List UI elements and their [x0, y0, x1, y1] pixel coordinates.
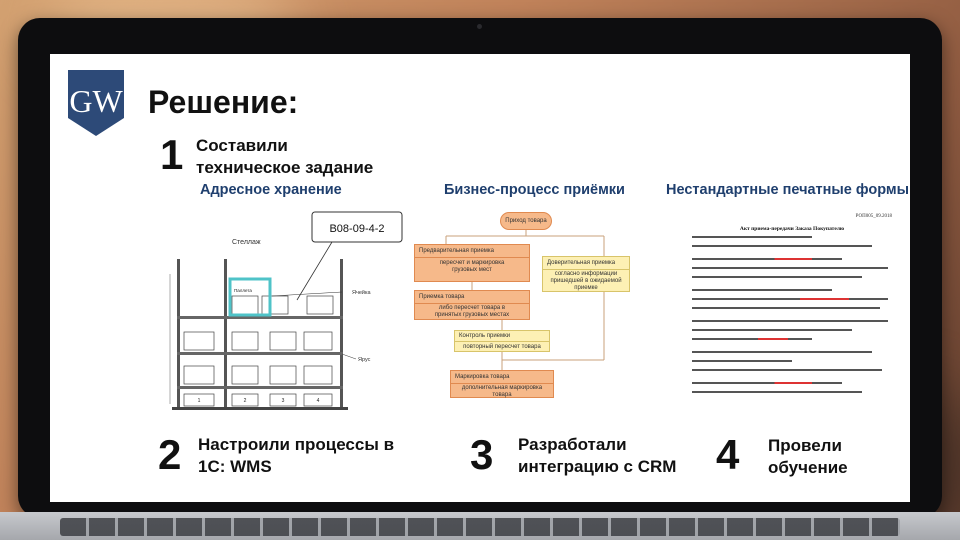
slide: GW Решение: 1 Составили техническое зада…: [50, 54, 910, 502]
pallet-number: 1: [198, 398, 201, 404]
pallet-label: Паллета: [234, 288, 252, 293]
rack-label: Стеллаж: [232, 239, 261, 246]
flowchart: Приход товара Предварительная приемка пе…: [414, 204, 630, 412]
university-logo: GW: [68, 70, 124, 136]
laptop-frame: GW Решение: 1 Составили техническое зада…: [18, 18, 942, 518]
form-text-line: [692, 329, 852, 331]
form-text-line: [692, 267, 888, 269]
flow-step-body: дополнительная маркировка товара: [461, 385, 543, 398]
logo-letters: GW: [69, 83, 123, 119]
flow-start: Приход товара: [500, 212, 552, 230]
flow-step-trust: Доверительная приемка согласно информаци…: [542, 256, 630, 292]
step-text-line2: интеграцию с CRM: [518, 457, 677, 476]
form-text-line: [692, 258, 842, 260]
pallet-number: 3: [282, 398, 285, 404]
flow-step-title: Доверительная приемка: [543, 257, 629, 270]
print-form-document: РОП005_09.2018 Акт приема-передачи Заказ…: [688, 208, 896, 394]
step-text-line1: Составили: [196, 136, 288, 155]
flow-step-body: повторный пересчет товара: [463, 344, 541, 350]
laptop-keyboard: [0, 512, 960, 540]
section-title-print-forms: Нестандартные печатные формы: [666, 182, 910, 198]
step-text-line1: Разработали: [518, 435, 627, 454]
keyboard-keys: [60, 518, 900, 536]
form-title: Акт приема-передачи Заказа Покупателю: [739, 226, 845, 232]
form-text-line: [692, 289, 832, 291]
flow-step-preliminary: Предварительная приемка пересчет и марки…: [414, 244, 530, 282]
flow-step-acceptance: Приемка товара либо пересчет товара в пр…: [414, 290, 530, 320]
flow-step-control: Контроль приемки повторный пересчет това…: [454, 330, 550, 352]
form-text-line: [692, 338, 812, 340]
slide-title: Решение:: [148, 84, 299, 120]
step-number: 2: [158, 431, 182, 478]
form-text-line: [692, 276, 862, 278]
section-title-address-storage: Адресное хранение: [200, 182, 342, 198]
rack-diagram: Стеллаж B08-09-4-2 Паллета: [169, 211, 403, 410]
highlighted-cell: [228, 277, 272, 317]
level-label: Ярус: [358, 357, 371, 363]
form-text-line: [692, 245, 872, 247]
step-number: 4: [716, 431, 740, 478]
flowchart-connectors: [445, 230, 605, 370]
flow-step-title: Предварительная приемка: [415, 245, 529, 258]
form-text-line: [692, 307, 880, 309]
form-text-line: [692, 320, 888, 322]
step-text-line2: 1С: WMS: [198, 457, 272, 476]
flow-step-labeling: Маркировка товара дополнительная маркиро…: [450, 370, 554, 398]
form-text-line: [692, 369, 882, 371]
flow-step-title: Контроль приемки: [455, 331, 549, 342]
step-text-line2: обучение: [768, 458, 848, 477]
webcam-icon: [477, 24, 482, 29]
step-text-line2: техническое задание: [196, 158, 374, 177]
cell-label: Ячейка: [352, 289, 371, 296]
flow-step-body: согласно информации пришедшей в ожидаемо…: [550, 271, 622, 291]
flow-step-body: пересчет и маркировка грузовых мест: [439, 260, 505, 273]
form-text-line: [692, 360, 792, 362]
flow-step-title: Приемка товара: [415, 291, 529, 304]
location-code: B08-09-4-2: [329, 223, 384, 235]
pallet-number: 4: [317, 398, 320, 404]
flow-step-body: либо пересчет товара в принятых грузовых…: [434, 305, 510, 318]
step-number: 3: [470, 431, 494, 478]
location-callout: [311, 211, 403, 243]
step-text-line1: Провели: [768, 436, 842, 455]
step-number: 1: [160, 131, 184, 178]
form-text-line: [692, 391, 862, 393]
form-text-line: [692, 298, 888, 300]
pallet-number: 2: [244, 398, 247, 404]
form-code: РОП005_09.2018: [855, 214, 892, 219]
form-text-line: [692, 236, 812, 238]
form-text-line: [692, 351, 872, 353]
section-title-business-process: Бизнес-процесс приёмки: [444, 182, 625, 198]
flow-step-title: Маркировка товара: [451, 371, 553, 384]
form-text-line: [692, 382, 842, 384]
step-text-line1: Настроили процессы в: [198, 435, 395, 454]
